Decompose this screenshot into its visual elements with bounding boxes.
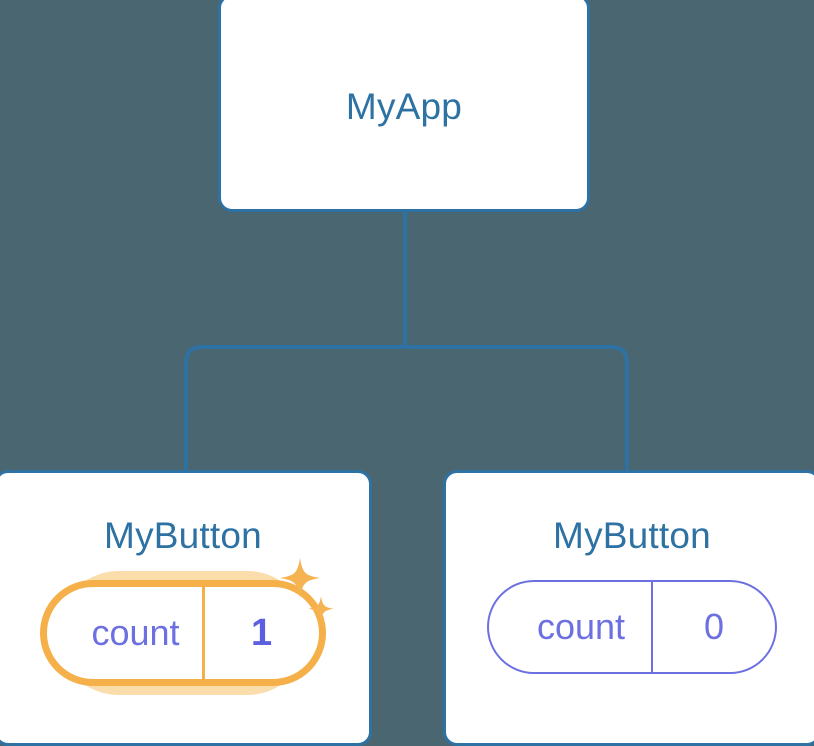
child-node-left[interactable]: MyButton count 1 <box>0 470 372 746</box>
state-pill-left-wrap: count 1 <box>40 558 335 695</box>
connector-branch-bar <box>184 345 629 472</box>
state-pill-right-key: count <box>536 606 626 647</box>
state-pill-right[interactable]: count 0 <box>486 580 778 674</box>
state-pill-right-divider <box>651 582 654 672</box>
root-node-title: MyApp <box>345 85 463 127</box>
state-pill-right-value: 0 <box>704 606 725 647</box>
state-pill-left[interactable]: count 1 <box>40 580 326 686</box>
state-pill-right-wrap: count 0 <box>486 580 778 674</box>
state-pill-left-key: count <box>91 612 180 653</box>
root-node[interactable]: MyApp <box>218 0 590 212</box>
state-pill-left-divider <box>201 587 205 679</box>
child-node-right[interactable]: MyButton count 0 <box>443 470 814 746</box>
state-pill-left-value: 1 <box>250 612 273 654</box>
child-node-right-title: MyButton <box>553 515 711 556</box>
child-node-left-title: MyButton <box>104 515 262 556</box>
